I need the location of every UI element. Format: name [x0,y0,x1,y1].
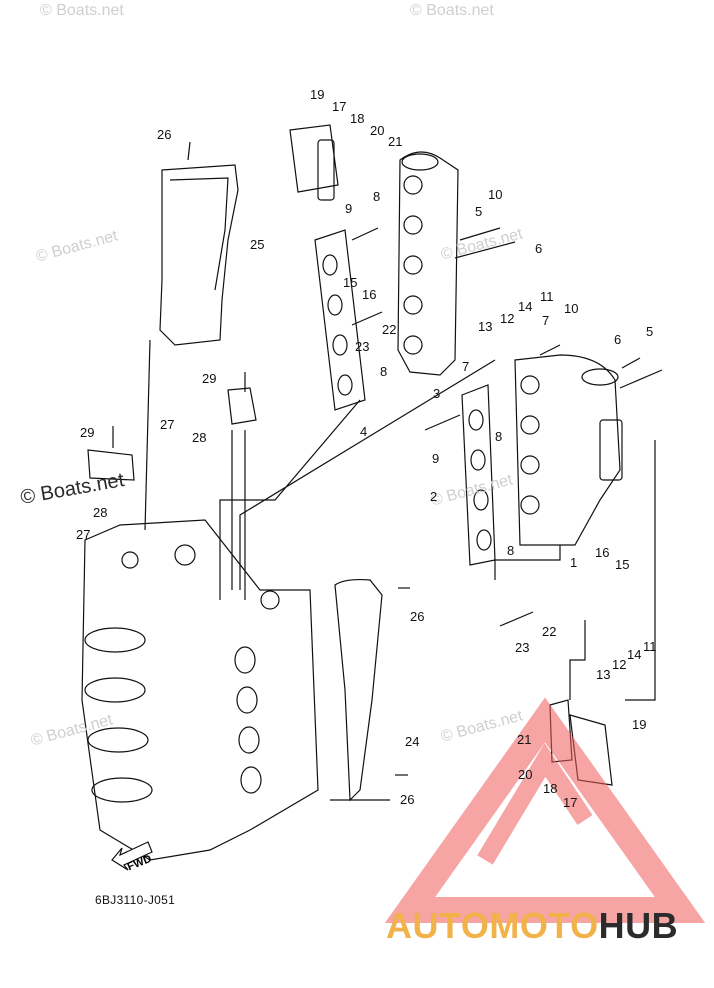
diagram-code: 6BJ3110-J051 [95,893,176,907]
callout-28: 28 [93,505,108,520]
callout-15: 15 [343,275,358,290]
sensor-part-27-left [87,449,135,481]
bolt-part-26-upper [187,141,191,161]
callout-18: 18 [543,781,558,796]
bolt-part-7-lower [539,344,561,356]
bolt-part-5-lower [619,369,663,389]
callout-27: 27 [76,527,91,542]
callout-16: 16 [595,545,610,560]
bolt-part-23-lower [499,611,534,627]
brand-wordmark: AUTOMOTOHUB [386,905,678,947]
callout-29: 29 [202,371,217,386]
watermark: © Boats.net [410,2,494,19]
callout-17: 17 [332,99,347,114]
callout-13: 13 [478,319,493,334]
gasket-part-4 [314,229,366,411]
bolt-part-9-lower [424,414,461,431]
callout-5: 5 [646,324,654,339]
callout-20: 20 [518,767,533,782]
callout-9: 9 [345,201,353,216]
cover-part-24 [334,578,383,802]
callout-15: 15 [615,557,630,572]
callout-8: 8 [380,364,388,379]
callout-4: 4 [360,424,368,439]
callout-5: 5 [475,204,483,219]
callout-11: 11 [540,289,554,304]
callout-8: 8 [507,543,515,558]
callout-9: 9 [432,451,440,466]
brand-part-2: HUB [598,905,679,946]
callout-7: 7 [462,359,470,374]
callout-21: 21 [517,732,532,747]
brand-logo-icon [384,697,706,923]
watermark: © Boats.net [40,2,124,19]
callout-17: 17 [563,795,578,810]
callout-28: 28 [192,430,207,445]
gasket-part-2 [461,384,496,566]
fwd-arrow [111,841,153,871]
callout-1: 1 [570,555,578,570]
callout-23: 23 [515,640,530,655]
callout-20: 20 [370,123,385,138]
bolt-part-23-upper [351,311,383,326]
callout-26: 26 [410,609,425,624]
callout-10: 10 [488,187,503,202]
callout-7: 7 [542,313,550,328]
callout-25: 25 [250,237,265,252]
engine-block [81,519,319,861]
callout-27: 27 [160,417,175,432]
cover-plate-part-17-upper [289,124,339,193]
sensor-part-27-upper [227,387,257,425]
callout-23: 23 [355,339,370,354]
callout-21: 21 [388,134,403,149]
callout-19: 19 [632,717,647,732]
callout-14: 14 [518,299,533,314]
callout-19: 19 [310,87,325,102]
callout-18: 18 [350,111,365,126]
brand-part-1: AUTOMOTO [386,905,599,946]
callout-14: 14 [627,647,642,662]
callout-6: 6 [614,332,622,347]
callout-29: 29 [80,425,95,440]
callout-13: 13 [596,667,611,682]
callout-2: 2 [430,489,438,504]
callout-3: 3 [433,386,441,401]
callout-11: 11 [643,639,657,654]
callout-26: 26 [157,127,172,142]
callout-10: 10 [564,301,579,316]
callout-22: 22 [382,322,397,337]
callout-8: 8 [495,429,503,444]
callout-24: 24 [405,734,420,749]
callout-16: 16 [362,287,377,302]
callout-22: 22 [542,624,557,639]
bolt-part-6-upper [454,241,516,259]
manifold-part-3 [397,151,459,376]
bolt-part-9-upper [351,227,379,241]
manifold-part-1 [514,354,621,546]
callout-12: 12 [500,311,515,326]
callout-6: 6 [535,241,543,256]
bolt-part-6-lower [621,357,641,369]
callout-12: 12 [612,657,627,672]
callout-26: 26 [400,792,415,807]
callout-8: 8 [373,189,381,204]
cover-part-25 [159,164,239,346]
bolt-part-5-upper [459,227,501,241]
